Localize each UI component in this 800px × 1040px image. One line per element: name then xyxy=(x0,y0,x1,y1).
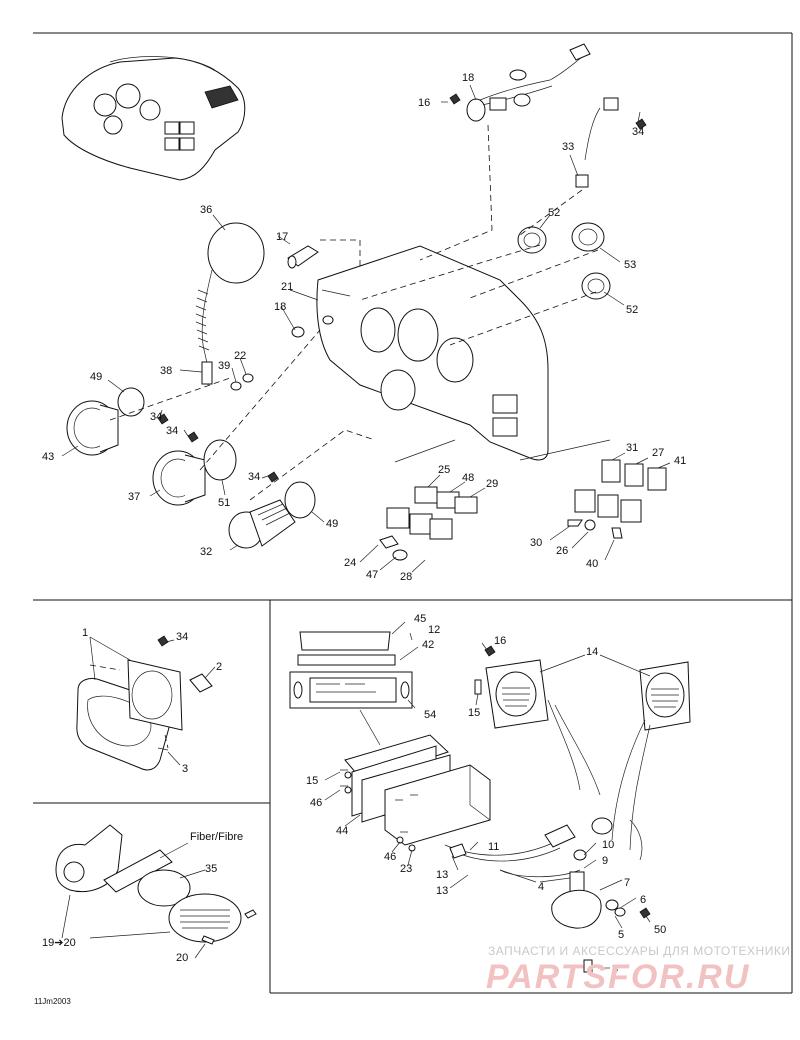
callout-17: 17 xyxy=(276,231,288,243)
callout-29: 29 xyxy=(486,478,498,490)
gauge-43 xyxy=(66,400,119,456)
leaders-upper xyxy=(61,84,671,573)
callout-3: 3 xyxy=(182,763,188,775)
callout-42: 42 xyxy=(422,639,434,651)
callout-53: 53 xyxy=(624,259,636,271)
callout-52b: 52 xyxy=(626,304,638,316)
callout-10: 10 xyxy=(602,839,614,851)
callout-41: 41 xyxy=(674,455,686,467)
callout-44: 44 xyxy=(336,825,348,837)
callout-34d: 34 xyxy=(248,471,260,483)
watermark-line1: ЗАПЧАСТИ И АКСЕССУАРЫ ДЛЯ МОТОТЕХНИКИ xyxy=(488,944,790,958)
watermark-logo: PARTSFOR.RU xyxy=(486,958,750,996)
callout-15a: 15 xyxy=(468,707,480,719)
assembly-lines-upper xyxy=(109,124,611,501)
hardware xyxy=(157,93,647,483)
callout-27: 27 xyxy=(652,447,664,459)
callout-24: 24 xyxy=(344,557,356,569)
callout-52a: 52 xyxy=(548,207,560,219)
callout-23: 23 xyxy=(400,863,412,875)
callout-49b: 49 xyxy=(326,518,338,530)
callout-12: 12 xyxy=(428,624,440,636)
callout-34c: 34 xyxy=(166,425,178,437)
leaders-lower-right xyxy=(324,621,651,969)
bezels xyxy=(517,222,611,300)
callout-51: 51 xyxy=(218,497,230,509)
callout-34a: 34 xyxy=(632,126,644,138)
callout-33: 33 xyxy=(562,141,574,153)
callout-28: 28 xyxy=(400,571,412,583)
stereo-wiring xyxy=(340,645,651,973)
gasket-49 xyxy=(117,387,145,417)
callout-34b: 34 xyxy=(150,411,162,423)
watermark: ЗАПЧАСТИ И АКСЕССУАРЫ ДЛЯ МОТОТЕХНИКИ PA… xyxy=(486,944,790,996)
figure-code: 11Jm2003 xyxy=(34,997,71,1006)
callout-32: 32 xyxy=(200,546,212,558)
callout-49a: 49 xyxy=(90,371,102,383)
callout-40: 40 xyxy=(586,558,598,570)
callout-13a: 13 xyxy=(436,869,448,881)
switches xyxy=(379,459,667,561)
callout-25: 25 xyxy=(438,464,450,476)
callout-30: 30 xyxy=(530,537,542,549)
gasket-51 xyxy=(203,439,237,481)
callout-54: 54 xyxy=(424,709,436,721)
callout-46a: 46 xyxy=(310,797,322,809)
speakers xyxy=(485,659,691,861)
callout-14: 14 xyxy=(586,646,598,658)
gauge-37 xyxy=(152,450,206,506)
callout-2: 2 xyxy=(216,661,222,673)
callout-34-cover: 34 xyxy=(176,631,188,643)
dashboard-overview xyxy=(61,56,246,181)
callout-31: 31 xyxy=(626,442,638,454)
callout-26: 26 xyxy=(556,545,568,557)
callout-50: 50 xyxy=(654,924,666,936)
cover-assembly xyxy=(76,635,216,771)
callout-38: 38 xyxy=(160,365,172,377)
callout-46b: 46 xyxy=(384,851,396,863)
callout-39: 39 xyxy=(218,360,230,372)
harness-top xyxy=(466,43,619,188)
callout-1: 1 xyxy=(82,627,88,639)
callout-37: 37 xyxy=(128,491,140,503)
callout-18b: 18 xyxy=(274,301,286,313)
callout-9: 9 xyxy=(602,855,608,867)
callouts: 36 17 21 18 22 39 38 49 34 34 43 37 51 3… xyxy=(42,72,686,975)
callout-11: 11 xyxy=(488,841,499,853)
horn-assembly xyxy=(55,824,257,959)
gauge-32 xyxy=(228,499,296,549)
stereo-assembly xyxy=(289,631,491,846)
callout-18a: 18 xyxy=(462,72,474,84)
callout-7: 7 xyxy=(624,877,630,889)
callout-13b: 13 xyxy=(436,885,448,897)
callout-45: 45 xyxy=(414,613,426,625)
sensor-36 xyxy=(195,222,265,386)
callout-8: 8 xyxy=(612,963,618,975)
callout-35: 35 xyxy=(205,863,217,875)
callout-20: 20 xyxy=(176,952,188,964)
gasket-49b xyxy=(284,481,316,519)
callout-6: 6 xyxy=(640,894,646,906)
callout-47: 47 xyxy=(366,569,378,581)
callout-16a: 16 xyxy=(418,97,430,109)
frame xyxy=(33,32,793,994)
callout-48: 48 xyxy=(462,472,474,484)
callout-5: 5 xyxy=(618,929,624,941)
callout-16b: 16 xyxy=(494,635,506,647)
callout-21: 21 xyxy=(281,281,293,293)
console-panel xyxy=(316,245,549,461)
callout-36: 36 xyxy=(200,204,212,216)
callout-22: 22 xyxy=(234,350,246,362)
callout-43: 43 xyxy=(42,451,54,463)
callout-19-20: 19➔20 xyxy=(42,937,76,949)
callout-fiber: Fiber/Fibre xyxy=(190,831,243,843)
callout-15b: 15 xyxy=(306,775,318,787)
callout-4: 4 xyxy=(538,881,544,893)
